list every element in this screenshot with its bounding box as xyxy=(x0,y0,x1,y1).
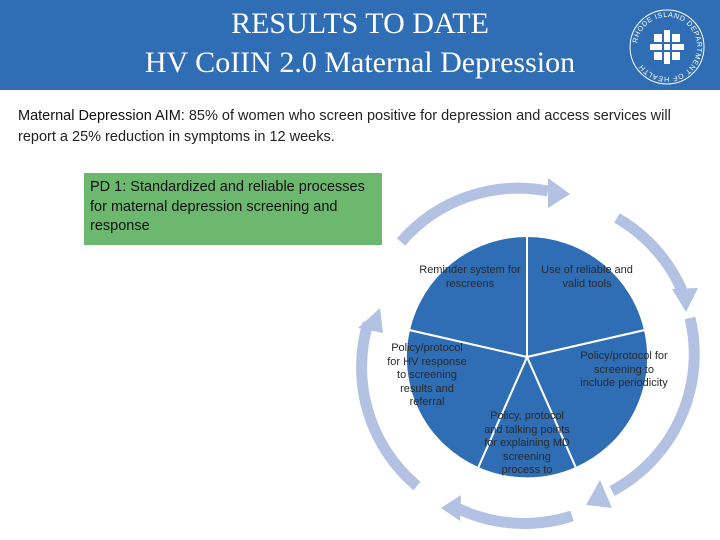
primary-driver-box: PD 1: Standardized and reliable processe… xyxy=(84,173,382,245)
aim-text: 85% of women who screen positive for dep… xyxy=(18,108,671,145)
title-line-1: RESULTS TO DATE xyxy=(231,7,489,40)
ring-arrowhead-left xyxy=(358,308,383,333)
page-title: RESULTS TO DATE HV CoIIN 2.0 Maternal De… xyxy=(0,4,720,82)
ring-arc-left xyxy=(356,321,421,491)
pie-slice-talking-points xyxy=(476,354,578,480)
segment-label-talking-points: Policy, protocol and talking points for … xyxy=(484,410,570,476)
ring-arrowhead-lower-right xyxy=(586,480,612,508)
pie-slice-periodicity xyxy=(525,328,650,470)
ring-arc-bottom xyxy=(450,501,574,529)
title-line-2: HV CoIIN 2.0 Maternal Depression xyxy=(144,46,576,79)
ring-arc-right xyxy=(614,213,691,300)
segment-label-hv-response: Policy/protocol for HV response to scree… xyxy=(387,342,467,408)
pd-label: PD 1: xyxy=(90,179,127,195)
pie-slice-hv-response xyxy=(404,328,529,470)
segment-label-reminder: Reminder system for rescreens xyxy=(419,264,521,290)
ring-arrowhead-top xyxy=(548,178,570,208)
header-bar: RESULTS TO DATE HV CoIIN 2.0 Maternal De… xyxy=(0,0,720,90)
segment-label-periodicity: Policy/protocol for screening to include… xyxy=(580,350,668,389)
pie-slice-reminder xyxy=(407,234,528,359)
pie-slice-tools xyxy=(526,234,647,359)
pd-text: Standardized and reliable processes for … xyxy=(90,179,365,234)
segment-label-tools: Use of reliable and valid tools xyxy=(541,264,633,290)
rhode-island-department-of-health-seal-icon: RHODE ISLAND DEPARTMENT OF HEALTH xyxy=(629,9,705,85)
ring-arc-top xyxy=(396,182,550,246)
ring-arrowhead-bottom xyxy=(441,495,461,521)
aim-label: Maternal Depression AIM: xyxy=(18,108,185,124)
aim-statement: Maternal Depression AIM: 85% of women wh… xyxy=(18,106,678,148)
ring-arc-lower-right xyxy=(609,316,700,496)
ring-arrowhead-right xyxy=(672,288,698,312)
